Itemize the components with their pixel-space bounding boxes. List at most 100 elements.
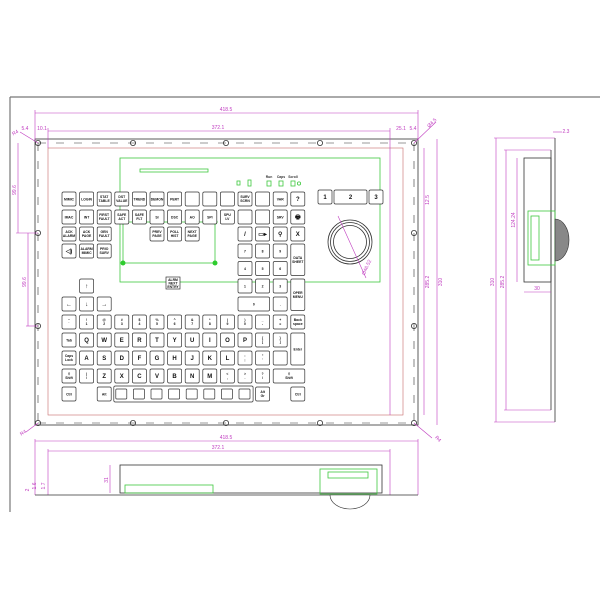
key[interactable]: ~` <box>61 314 77 330</box>
key[interactable]: _- <box>255 314 270 330</box>
key[interactable]: *8 <box>202 314 218 330</box>
key[interactable]: B <box>167 368 182 384</box>
arrow-right-key[interactable]: → <box>96 296 112 312</box>
alt-key[interactable]: Alt <box>96 386 112 402</box>
numpad-key[interactable]: 5 <box>255 261 270 276</box>
key[interactable]: "' <box>255 350 270 366</box>
key[interactable]: E <box>114 332 130 348</box>
key[interactable]: Q <box>79 332 94 348</box>
trackball-key-3[interactable]: 3 <box>368 189 384 205</box>
key[interactable]: Y <box>167 332 182 348</box>
key[interactable]: >. <box>237 368 253 384</box>
key[interactable]: $4 <box>132 314 147 330</box>
key[interactable]: U <box>184 332 200 348</box>
fn-key[interactable] <box>202 191 218 207</box>
fn-key[interactable]: 🖶 <box>290 209 306 225</box>
arrow-left-key[interactable]: ← <box>61 296 77 312</box>
key[interactable]: )0 <box>237 314 253 330</box>
fn-key[interactable]: SI <box>149 209 165 225</box>
space-bar[interactable] <box>113 385 254 403</box>
numpad-icon-key[interactable]: ⚲ <box>272 226 288 242</box>
fn-key[interactable]: MIMIC <box>61 191 77 207</box>
ctrl-right-key[interactable]: Ctrl <box>290 386 306 402</box>
key[interactable]: !1 <box>79 314 94 330</box>
key[interactable]: O <box>220 332 235 348</box>
key[interactable]: I <box>202 332 218 348</box>
key[interactable]: |\ <box>79 368 94 384</box>
fn-key[interactable]: DSC <box>167 209 182 225</box>
arrow-up-key[interactable]: ↑ <box>79 278 94 294</box>
key[interactable]: G <box>149 350 165 366</box>
numpad-key[interactable]: 1 <box>237 278 253 294</box>
key[interactable]: P <box>237 332 253 348</box>
key[interactable]: %5 <box>149 314 165 330</box>
key[interactable]: F <box>132 350 147 366</box>
fn-key[interactable]: AO <box>184 209 200 225</box>
key[interactable] <box>272 350 288 366</box>
right-shift-key[interactable]: ⇧Shift <box>272 368 306 384</box>
trackball-key-1[interactable]: 1 <box>317 189 333 205</box>
key[interactable]: ?/ <box>255 368 270 384</box>
fn-key[interactable]: DEMON <box>149 191 165 207</box>
key[interactable]: J <box>184 350 200 366</box>
numpad-key-0[interactable]: 0 <box>237 296 270 312</box>
fn-key[interactable]: PERT <box>167 191 182 207</box>
numpad-key[interactable]: 8 <box>255 243 270 259</box>
fn-key[interactable] <box>184 191 200 207</box>
key[interactable]: K <box>202 350 218 366</box>
fn-key[interactable]: LOGIN <box>79 191 94 207</box>
key[interactable]: #3 <box>114 314 130 330</box>
numpad-key[interactable]: 6 <box>272 261 288 276</box>
ctrl-left-key[interactable]: Ctrl <box>61 386 77 402</box>
key[interactable]: :; <box>237 350 253 366</box>
key[interactable]: {[ <box>255 332 270 348</box>
numpad-key[interactable]: 9 <box>272 243 288 259</box>
numpad-key[interactable]: 2 <box>255 278 270 294</box>
key[interactable]: ^6 <box>167 314 182 330</box>
key[interactable]: H <box>167 350 182 366</box>
key[interactable]: T <box>149 332 165 348</box>
key[interactable]: <, <box>220 368 235 384</box>
key[interactable]: M <box>202 368 218 384</box>
key[interactable]: (9 <box>220 314 235 330</box>
fn-key[interactable] <box>255 191 270 207</box>
fn-key[interactable]: SPI <box>202 209 218 225</box>
fn-key[interactable]: IMAC <box>61 209 77 225</box>
key[interactable]: D <box>114 350 130 366</box>
key[interactable]: += <box>272 314 288 330</box>
numpad-key[interactable]: 3 <box>272 278 288 294</box>
key[interactable]: V <box>149 368 165 384</box>
key[interactable]: L <box>220 350 235 366</box>
fn-key[interactable]: TREND <box>132 191 147 207</box>
fn-key[interactable] <box>237 209 253 225</box>
fn-key[interactable] <box>220 191 235 207</box>
numpad-icon-key[interactable]: / <box>237 226 253 242</box>
key[interactable]: A <box>79 350 94 366</box>
key[interactable]: Z <box>96 368 112 384</box>
key[interactable]: C <box>132 368 147 384</box>
key[interactable]: &7 <box>184 314 200 330</box>
key[interactable]: ⇧Shift <box>61 368 77 384</box>
numpad-icon-key[interactable]: ▭▸ <box>255 226 270 242</box>
arrow-down-key[interactable]: ↓ <box>79 296 94 312</box>
key[interactable]: S <box>96 350 112 366</box>
fn-key[interactable] <box>255 209 270 225</box>
